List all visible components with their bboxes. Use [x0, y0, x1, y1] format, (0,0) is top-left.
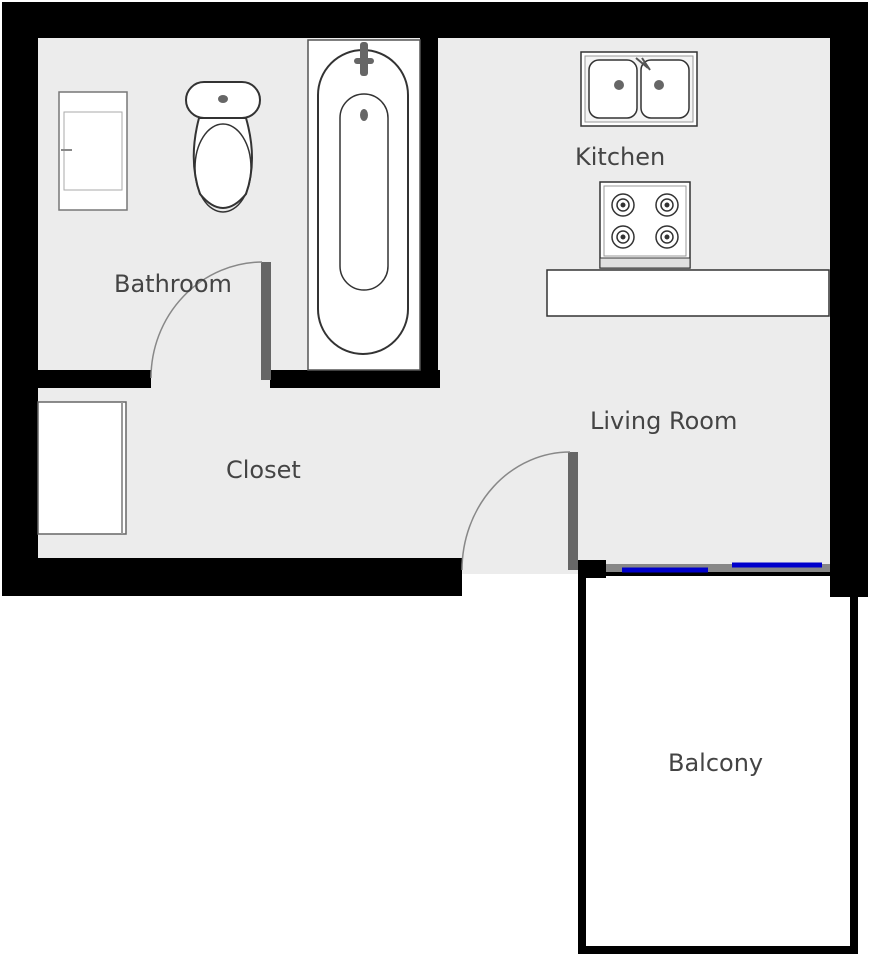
room-label-bathroom: Bathroom — [114, 270, 232, 298]
stove-icon — [599, 181, 691, 269]
wall-left — [2, 2, 38, 596]
closet-shelf-icon — [37, 401, 127, 535]
wall-bathroom-left — [38, 370, 151, 388]
room-labels: Bathroom Kitchen Closet Living Room Balc… — [114, 143, 763, 777]
wall-bathroom-divider — [420, 38, 438, 388]
double-sink-icon — [580, 51, 698, 127]
wall-bottom — [2, 558, 462, 596]
vanity-cabinet-icon — [58, 91, 128, 211]
room-label-living-room: Living Room — [590, 407, 737, 435]
room-label-closet: Closet — [226, 456, 301, 484]
floor-balcony — [588, 578, 848, 944]
floor — [38, 38, 848, 944]
wall-bathroom-right — [270, 370, 440, 388]
wall-top — [2, 2, 868, 38]
room-label-kitchen: Kitchen — [575, 143, 665, 171]
door-leaf — [261, 262, 271, 380]
door-entry[interactable] — [461, 451, 578, 571]
toilet-icon — [185, 81, 261, 213]
room-label-balcony: Balcony — [668, 749, 763, 777]
door-swing-arc — [150, 261, 263, 379]
counter-icon — [546, 269, 830, 317]
door-leaf — [568, 452, 578, 570]
door-swing-arc — [461, 451, 571, 571]
door-bathroom[interactable] — [150, 261, 271, 380]
balcony-windows — [606, 562, 830, 573]
bathtub-icon — [307, 39, 421, 371]
wall-right — [830, 2, 868, 597]
walls — [2, 2, 868, 597]
